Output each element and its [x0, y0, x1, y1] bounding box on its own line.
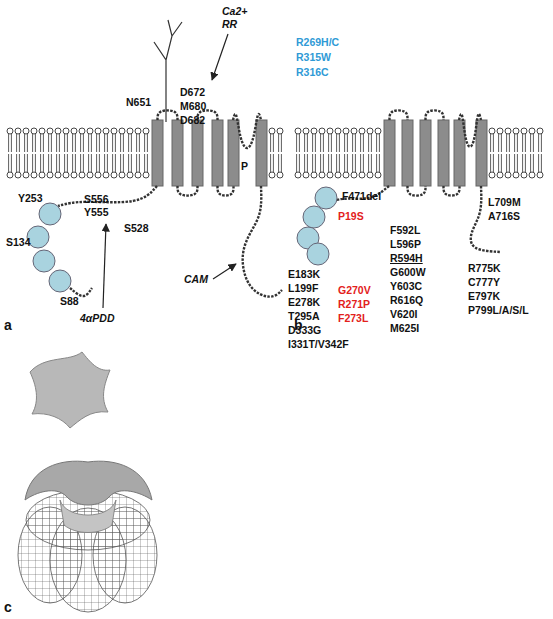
protein-chain: [408, 186, 426, 196]
residue-label: S528: [124, 222, 149, 234]
residue-label: F592L: [390, 224, 420, 236]
transmembrane-helix: [384, 120, 395, 186]
lipid-bilayer: [489, 128, 543, 178]
residue-label: S134: [6, 236, 31, 248]
residue-label: Y253: [18, 192, 43, 204]
ankyrin-repeat: [307, 243, 329, 265]
residue-label: E797K: [468, 290, 500, 302]
transmembrane-helix: [438, 120, 449, 186]
side-view-map: [18, 461, 157, 612]
protein-chain: [243, 186, 282, 297]
residue-label: Ca2+: [222, 5, 247, 17]
lipid-bilayer: [295, 128, 381, 178]
transmembrane-helix: [212, 120, 223, 186]
protein-chain: [158, 110, 178, 120]
residue-label: T295A: [288, 310, 320, 322]
leader-arrow: [103, 34, 236, 308]
residue-label: Y555: [84, 206, 109, 218]
ankyrin-repeat: [33, 250, 55, 272]
residue-label: M625I: [390, 322, 419, 334]
residue-label: R594H: [390, 252, 423, 264]
residue-label: C777Y: [468, 276, 500, 288]
top-view-map: [30, 352, 110, 428]
glycan-branch: [154, 20, 182, 122]
protein-chain: [233, 114, 261, 148]
ankyrin-repeat: [39, 203, 61, 225]
residue-label: N651: [126, 96, 151, 108]
protein-chain: [218, 186, 234, 196]
residue-label: CAM: [184, 273, 208, 285]
protein-chain: [58, 186, 157, 206]
residue-label: P19S: [338, 210, 364, 222]
residue-label: E278K: [288, 296, 320, 308]
residue-label: R271P: [338, 298, 370, 310]
residue-label: R269H/C: [296, 36, 339, 48]
protein-chain: [178, 186, 198, 196]
residue-label: Y603C: [390, 280, 422, 292]
residue-label: P799L/A/S/L: [468, 304, 529, 316]
transmembrane-helix: [420, 120, 431, 186]
residue-label: S88: [60, 295, 79, 307]
residue-label: RR: [222, 18, 237, 30]
residue-label: R616Q: [390, 294, 423, 306]
residue-label: E183K: [288, 268, 320, 280]
residue-label: L709M: [488, 196, 521, 208]
residue-label: L596P: [390, 238, 421, 250]
transmembrane-helix: [476, 120, 487, 186]
residue-label: P: [241, 160, 248, 172]
residue-label: G600W: [390, 266, 426, 278]
residue-label: F471del: [342, 190, 381, 202]
residue-label: D672: [180, 86, 205, 98]
residue-label: S556: [84, 193, 109, 205]
residue-label: F273L: [338, 312, 368, 324]
residue-label: M680: [180, 100, 206, 112]
protein-chain: [426, 110, 444, 120]
protein-chain: [70, 288, 92, 296]
residue-label: I331T/V342F: [288, 338, 349, 350]
panel-letter: c: [4, 600, 12, 615]
residue-label: G270V: [338, 284, 371, 296]
residue-label: R316C: [296, 66, 329, 78]
transmembrane-helix: [152, 120, 163, 186]
transmembrane-helix: [228, 120, 239, 186]
transmembrane-helix: [402, 120, 413, 186]
transmembrane-helix: [172, 120, 183, 186]
residue-label: R775K: [468, 262, 501, 274]
protein-chain: [459, 114, 481, 147]
ankyrin-repeat: [49, 270, 71, 292]
ankyrin-repeat: [303, 206, 325, 228]
residue-label: V620I: [390, 308, 417, 320]
panel-letter: b: [294, 318, 303, 333]
residue-label: L199F: [288, 282, 318, 294]
lipid-bilayer: [7, 128, 149, 178]
residue-label: A716S: [488, 210, 520, 222]
lipid-bilayer: [269, 128, 283, 178]
residue-label: D333G: [288, 324, 321, 336]
protein-chain: [444, 186, 460, 196]
residue-label: R315W: [296, 51, 331, 63]
transmembrane-helix: [256, 120, 267, 186]
ankyrin-repeat: [315, 187, 337, 209]
panel-letter: a: [4, 318, 12, 333]
residue-label: 4αPDD: [80, 312, 115, 324]
protein-chain: [390, 110, 408, 120]
transmembrane-helix: [454, 120, 465, 186]
residue-label: D682: [180, 114, 205, 126]
transmembrane-helix: [192, 120, 203, 186]
